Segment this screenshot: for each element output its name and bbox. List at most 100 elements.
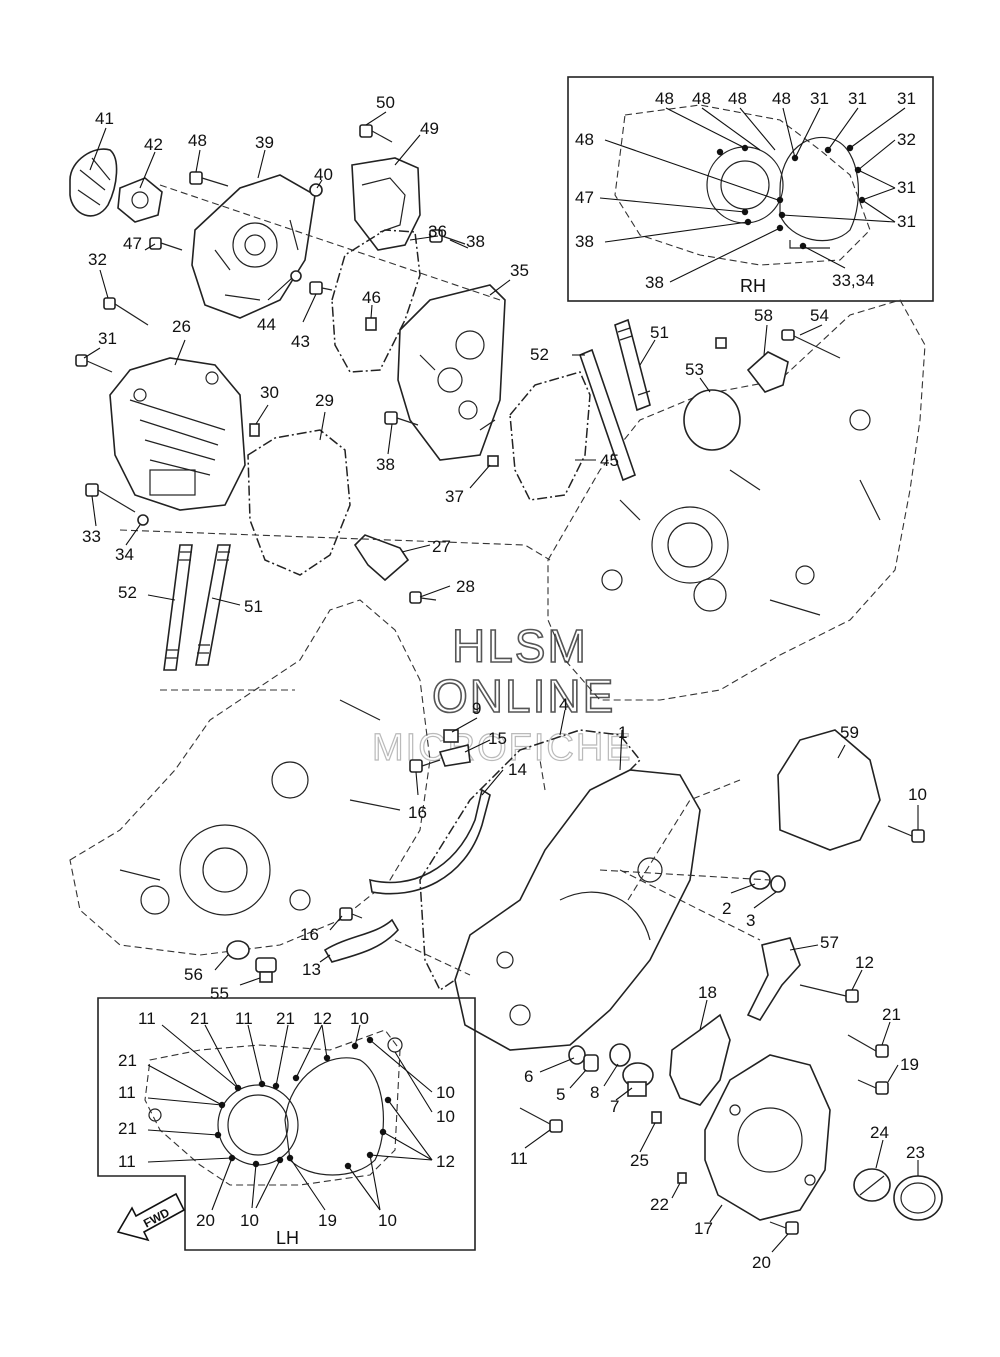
- rh-label: 48: [655, 89, 674, 108]
- callout-label: 24: [870, 1123, 889, 1142]
- lh-bore-inner: [227, 1094, 289, 1156]
- callout-label: 59: [840, 723, 859, 742]
- part-8-oring: [609, 1043, 631, 1067]
- rh-label: 38: [575, 232, 594, 251]
- callout-label: 38: [376, 455, 395, 474]
- lh-label: 11: [138, 1009, 156, 1028]
- rh-label: 31: [848, 89, 867, 108]
- callout-label: 9: [472, 699, 481, 718]
- part-41-cap: [69, 148, 118, 217]
- part-49-bracket: [351, 157, 421, 251]
- part-24-plug: [853, 1168, 891, 1202]
- callout-label: 31: [98, 329, 117, 348]
- rh-label: 48: [728, 89, 747, 108]
- part-37-dowel: [487, 455, 499, 467]
- part-38b-bolt: [384, 411, 419, 426]
- rh-label: 31: [897, 212, 916, 231]
- part-22: [677, 1172, 687, 1184]
- rh-label: 33,34: [832, 271, 875, 290]
- part-23-cap: [893, 1175, 943, 1221]
- callout-label: 4: [559, 695, 568, 714]
- lh-boss: [148, 1108, 162, 1122]
- callout-label: 29: [315, 391, 334, 410]
- callout-label: 51: [650, 323, 669, 342]
- callout-label: 28: [456, 577, 475, 596]
- callout-label: 25: [630, 1151, 649, 1170]
- callout-label: 12: [855, 953, 874, 972]
- callout-label: 27: [432, 537, 451, 556]
- callout-label: 42: [144, 135, 163, 154]
- rh-crankcase-outline: [614, 104, 871, 266]
- callout-label: 53: [685, 360, 704, 379]
- part-left-crankcase: [69, 599, 431, 956]
- part-30-dowel: [249, 423, 260, 437]
- callout-label: 30: [260, 383, 279, 402]
- part-3-washer: [770, 875, 786, 893]
- callout-label: 15: [488, 729, 507, 748]
- callout-label: 13: [302, 960, 321, 979]
- callout-label: 1: [618, 723, 627, 742]
- callout-label: 6: [524, 1067, 533, 1086]
- part-18: [669, 1013, 731, 1106]
- part-44-washer: [290, 270, 302, 282]
- lh-label: 11: [118, 1083, 136, 1102]
- rh-inset-frame: [567, 76, 934, 302]
- part-21-bolt: [847, 1034, 889, 1058]
- part-29-gasket: [247, 429, 351, 576]
- part-58: [746, 351, 789, 393]
- part-46-dowel: [365, 317, 377, 331]
- callout-label: 41: [95, 109, 114, 128]
- lh-label: 11: [118, 1152, 136, 1171]
- part-34-washer: [137, 514, 149, 526]
- part-45-gasket: [509, 371, 591, 501]
- rh-label: 31: [897, 178, 916, 197]
- part-20-bolt: [769, 1221, 799, 1235]
- part-19-bolt: [857, 1079, 889, 1095]
- callout-label: 48: [188, 131, 207, 150]
- part-14-guide: [369, 788, 491, 895]
- lh-label: 10: [436, 1107, 455, 1126]
- part-16b-bolt: [339, 907, 363, 921]
- rh-label: 48: [772, 89, 791, 108]
- rh-inset: 48 48 48 48 31 31 31 48 32 31 47 31 38 3…: [567, 76, 934, 302]
- callout-label: 38: [466, 232, 485, 251]
- callout-label: 33: [82, 527, 101, 546]
- callout-label: 34: [115, 545, 134, 564]
- callout-label: 16: [300, 925, 319, 944]
- callout-label: 50: [376, 93, 395, 112]
- callout-label: 52: [530, 345, 549, 364]
- callout-label: 8: [590, 1083, 599, 1102]
- part-42: [117, 177, 163, 223]
- callout-label: 56: [184, 965, 203, 984]
- callout-label: 49: [420, 119, 439, 138]
- callout-label: 43: [291, 332, 310, 351]
- callout-label: 26: [172, 317, 191, 336]
- callout-label: 18: [698, 983, 717, 1002]
- callout-label: 10: [908, 785, 927, 804]
- main-leaders: [83, 111, 919, 1253]
- lh-crankcase-outline: [144, 1029, 401, 1186]
- callout-label: 14: [508, 760, 527, 779]
- watermark-line1: HLSM: [452, 620, 588, 672]
- part-47-bolt: [149, 237, 183, 251]
- rh-bolt-dots: [716, 144, 866, 250]
- part-small-bolt: [715, 337, 727, 349]
- lh-cover-outline: [284, 1057, 385, 1176]
- callout-label: 19: [900, 1055, 919, 1074]
- rh-label: 48: [575, 130, 594, 149]
- rh-bolt-dot: [776, 196, 784, 204]
- rh-bore-left-inner: [720, 160, 770, 210]
- lh-label: 21: [118, 1119, 137, 1138]
- callout-label: 39: [255, 133, 274, 152]
- part-5: [583, 1054, 599, 1072]
- callout-label: 36: [428, 222, 447, 241]
- lh-inset-title: LH: [276, 1228, 299, 1248]
- rh-label: 48: [692, 89, 711, 108]
- rh-label: 32: [897, 130, 916, 149]
- callout-label: 46: [362, 288, 381, 307]
- callout-label: 58: [754, 306, 773, 325]
- lh-label: 12: [436, 1152, 455, 1171]
- part-39-cover: [191, 174, 316, 319]
- main-labels: 41 42 48 39 50 49 40 36 38 32 47 46 35 4…: [82, 93, 927, 1272]
- part-52-pipe-right: [578, 348, 637, 482]
